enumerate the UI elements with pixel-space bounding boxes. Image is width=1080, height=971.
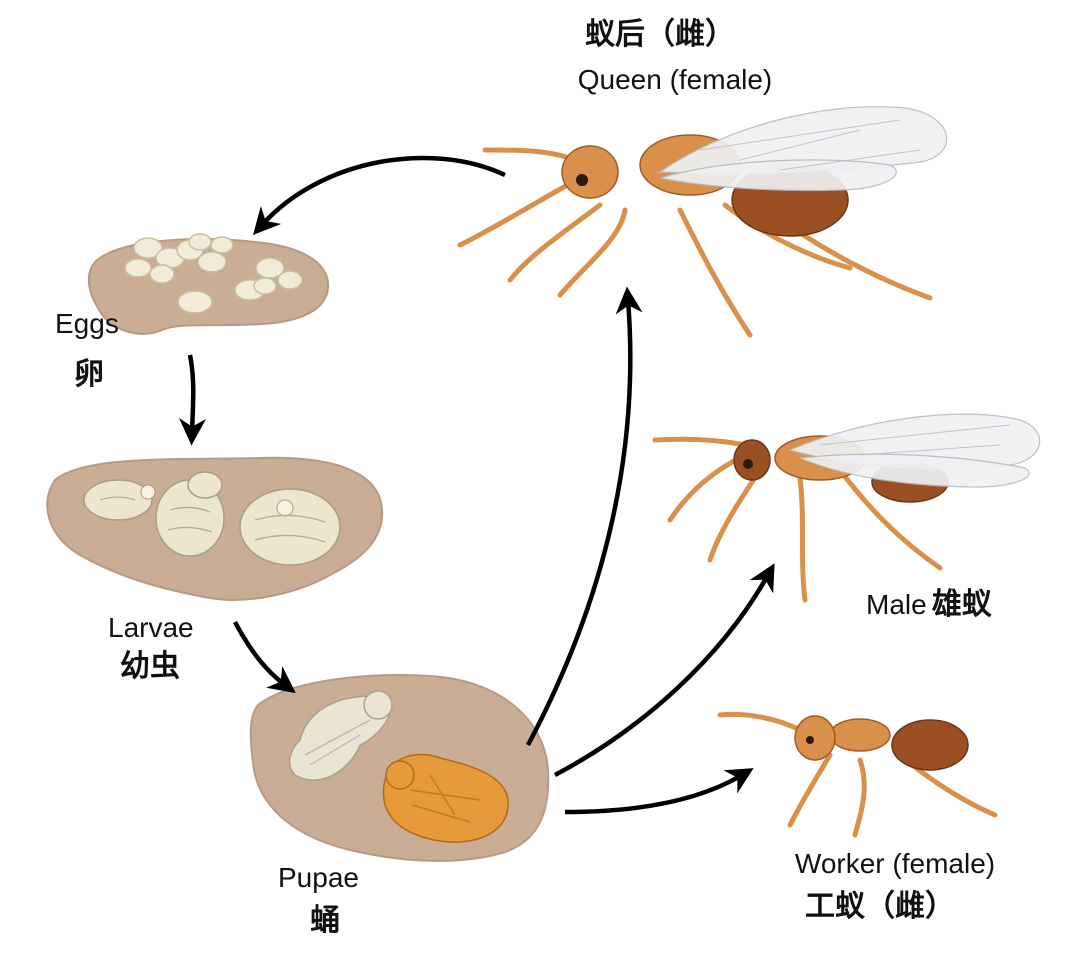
larvae-illustration <box>46 456 384 601</box>
queen-label-zh: 蚁后（雌） <box>585 17 735 52</box>
pupae-illustration <box>249 674 550 862</box>
pupae-label-en: Pupae <box>278 862 359 893</box>
eggs-illustration <box>87 233 330 335</box>
male-label: Male 雄蚁 <box>866 587 992 623</box>
arrow-eggs-to-larvae <box>179 354 206 446</box>
worker-label-zh: 工蚁（雌） <box>805 889 955 924</box>
arrow-larvae-to-pupae <box>233 620 296 694</box>
eggs-label-en: Eggs <box>55 308 119 339</box>
arrow-queen-to-eggs <box>253 155 506 236</box>
male-ant-illustration <box>652 413 1041 603</box>
pupa-white <box>288 690 393 781</box>
arrow-pupae-to-worker <box>564 768 754 815</box>
arrow-pupae-to-queen <box>526 286 643 747</box>
arrow-pupae-to-male <box>553 563 775 777</box>
egg-cluster <box>124 233 303 314</box>
pupa-orange <box>382 753 509 843</box>
worker-ant-illustration <box>717 711 998 838</box>
queen-ant-illustration <box>457 106 948 338</box>
male-label-zh: 雄蚁 <box>931 587 992 622</box>
larvae-label-zh: 幼虫 <box>120 649 180 684</box>
larvae-label-en: Larvae <box>108 612 194 643</box>
queen-label-en: Queen (female) <box>577 64 773 95</box>
eggs-label-zh: 卵 <box>74 357 104 392</box>
male-label-en: Male <box>866 589 927 620</box>
larva-3 <box>239 488 341 566</box>
pupae-label-zh: 蛹 <box>310 903 340 938</box>
worker-label-en: Worker (female) <box>794 848 996 879</box>
larva-1 <box>83 479 156 521</box>
larva-2 <box>155 471 225 557</box>
